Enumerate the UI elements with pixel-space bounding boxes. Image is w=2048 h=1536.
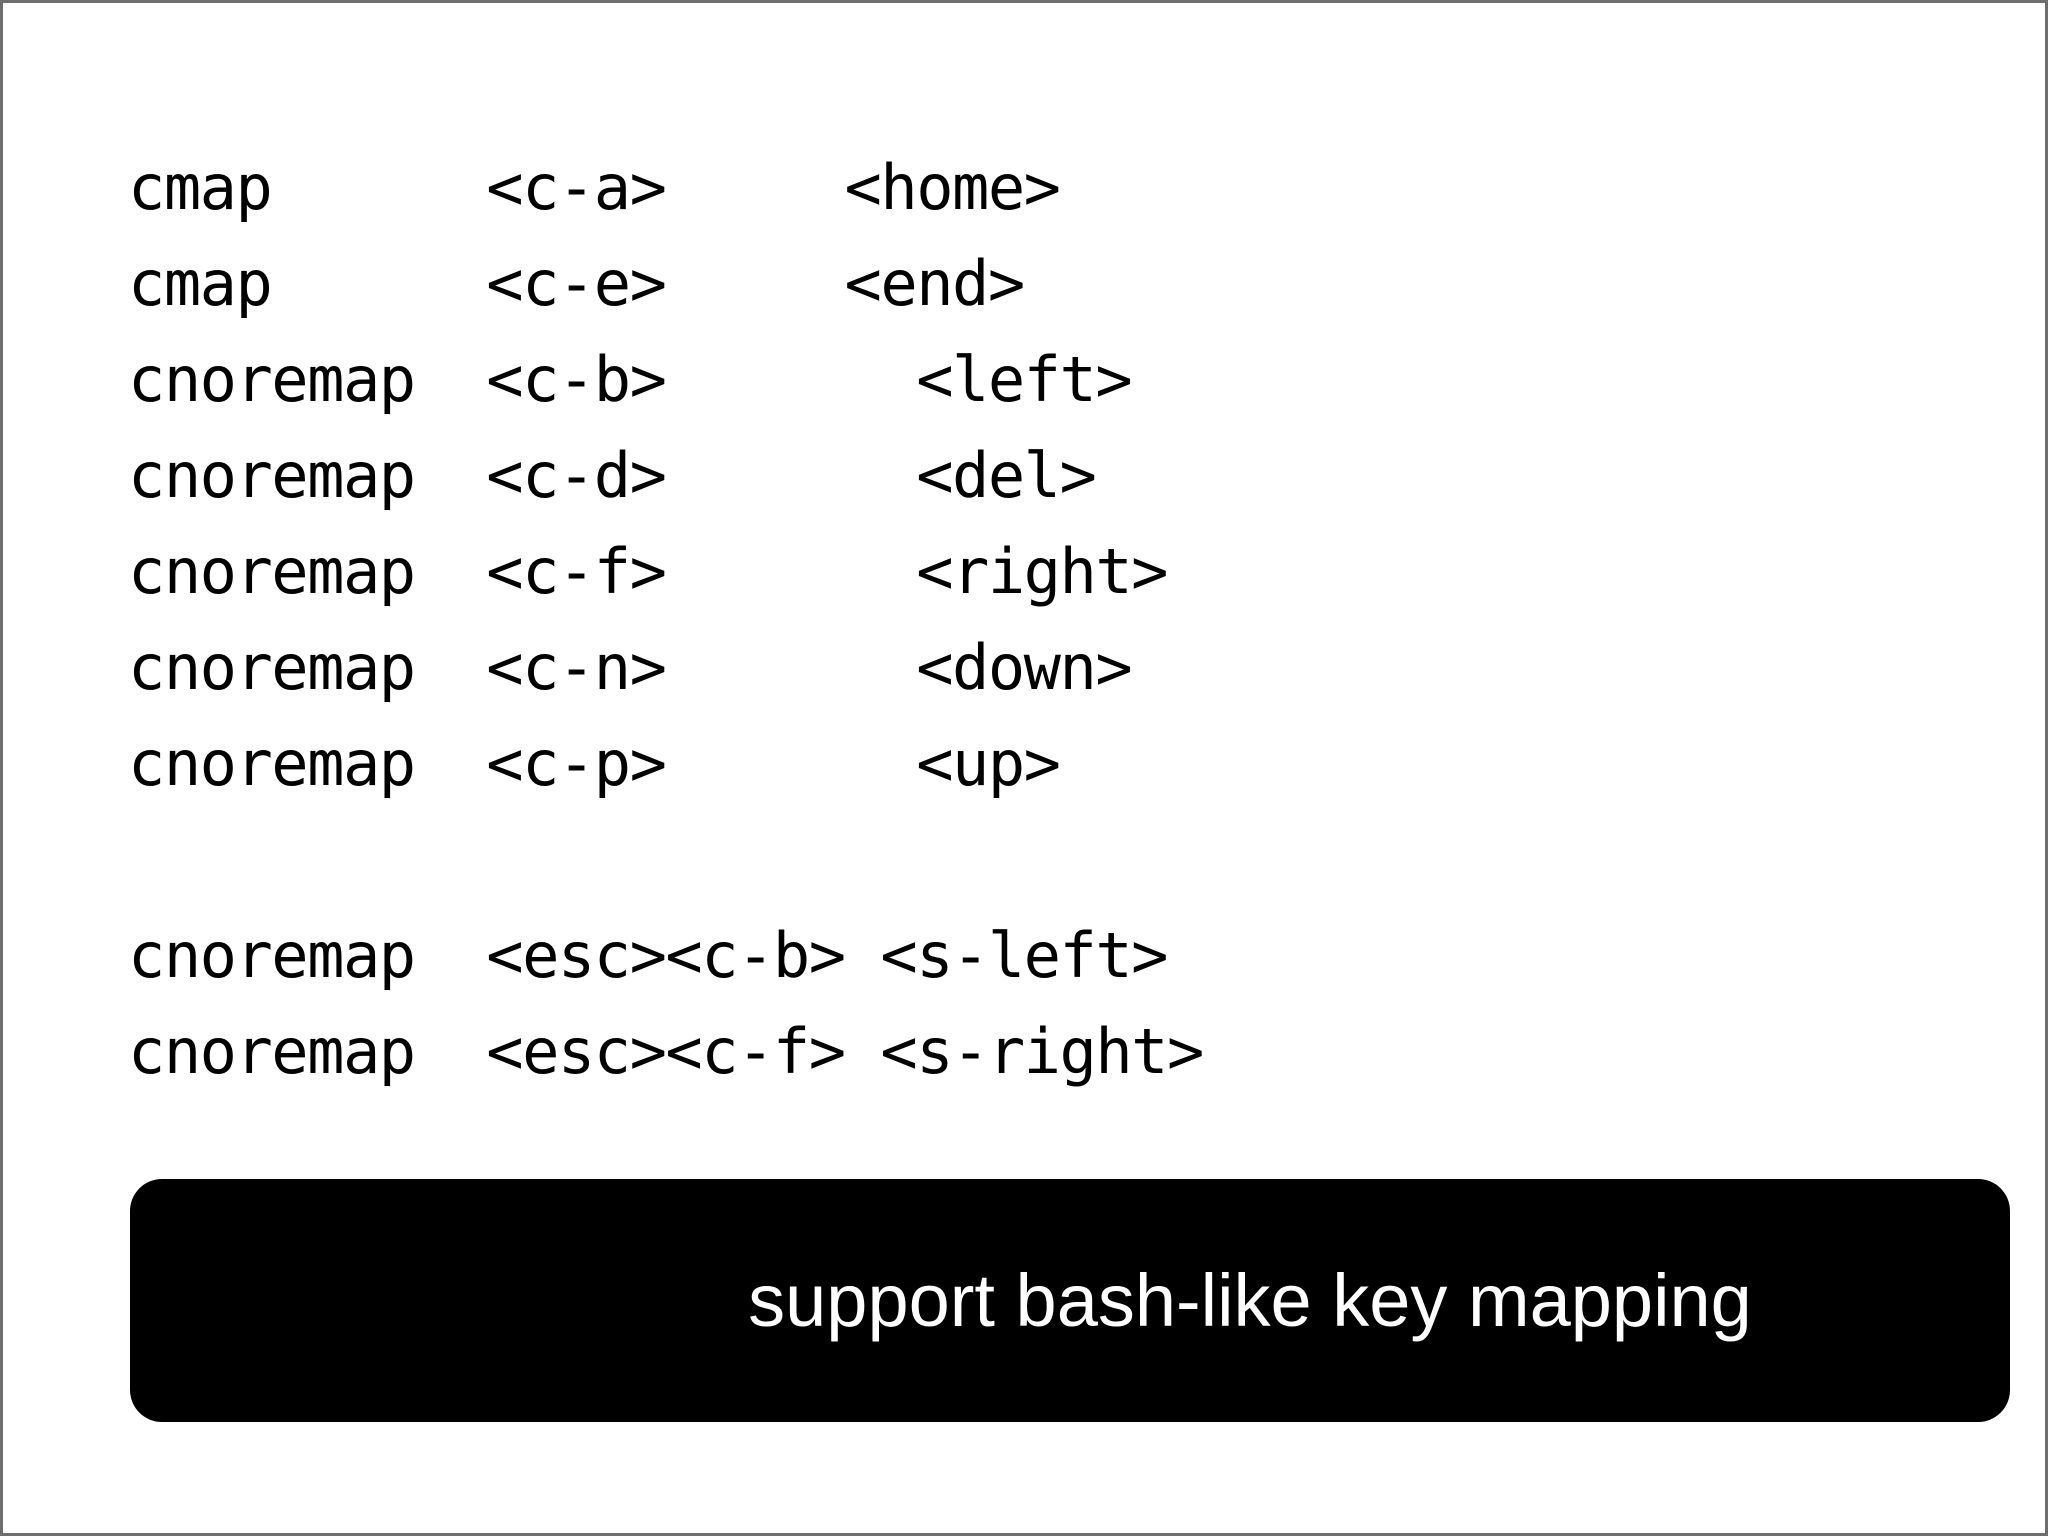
code-line: cnoremap <esc><c-b> <s-left> [128,919,1169,992]
code-line: cmap <c-a> <home> [128,151,1061,224]
code-line: cmap <c-e> <end> [128,247,1025,320]
code-line: cnoremap <c-b> <left> [128,343,1133,416]
code-line: cnoremap <esc><c-f> <s-right> [128,1015,1204,1088]
code-line: cnoremap <c-f> <right> [128,535,1169,608]
code-block: cmap <c-a> <home> cmap <c-e> <end> cnore… [128,140,1928,1100]
caption-banner: support bash-like key mapping [130,1179,2010,1422]
code-line: cnoremap <c-n> <down> [128,631,1133,704]
code-line: cnoremap <c-p> <up> [128,727,1061,800]
code-line-blank [128,812,1928,908]
caption-text: support bash-like key mapping [748,1258,1752,1342]
code-line: cnoremap <c-d> <del> [128,439,1097,512]
